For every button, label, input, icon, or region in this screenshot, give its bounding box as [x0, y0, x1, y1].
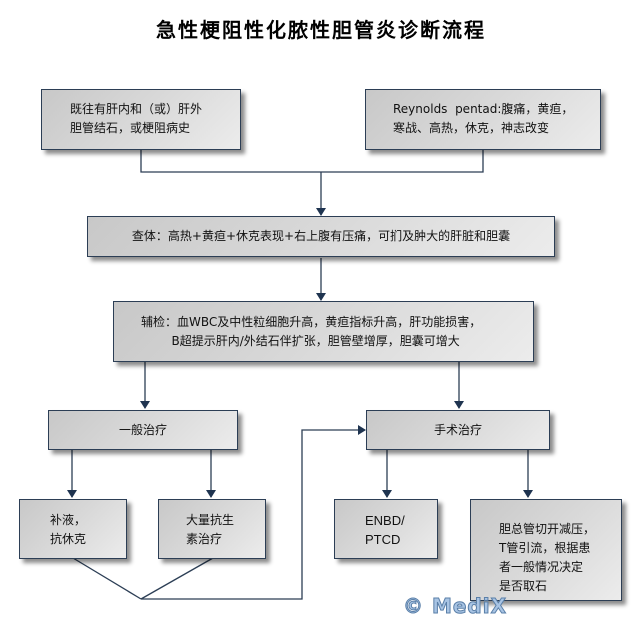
connector-feedback-to-surgical	[141, 425, 366, 600]
general-treatment-box: 一般治疗	[48, 410, 238, 450]
history-box: 既往有肝内和（或）肝外 胆管结石，或梗阻病史	[41, 89, 241, 150]
connector-reynolds	[321, 150, 484, 173]
general-treatment-text: 一般治疗	[118, 422, 167, 437]
choledochotomy-text: 胆总管切开减压， T管引流，根据患 者一般情况决定 是否取石	[499, 522, 596, 593]
watermark: © MediX	[402, 594, 508, 619]
surgical-treatment-box: 手术治疗	[366, 410, 550, 450]
enbd-ptcd-text: ENBD/ PTCD	[365, 513, 405, 547]
connector-history	[140, 150, 321, 173]
connector-antibiotics-merge	[140, 557, 214, 600]
antibiotics-box: 大量抗生 素治疗	[158, 499, 266, 559]
connector-fluid-merge	[72, 557, 142, 600]
surgical-treatment-text: 手术治疗	[433, 422, 482, 437]
physical-exam-box: 查体：高热+黄疸+休克表现+右上腹有压痛，可扪及肿大的肝脏和胆囊	[87, 216, 555, 257]
antibiotics-text: 大量抗生 素治疗	[186, 513, 235, 546]
diagram-title: 急性梗阻性化脓性胆管炎诊断流程	[156, 18, 486, 42]
physical-exam-text: 查体：高热+黄疸+休克表现+右上腹有压痛，可扪及肿大的肝脏和胆囊	[131, 229, 511, 243]
auxiliary-exam-box: 辅检：血WBC及中性粒细胞升高，黄疸指标升高，肝功能损害， B超提示肝内/外结石…	[113, 301, 534, 362]
auxiliary-exam-text: 辅检：血WBC及中性粒细胞升高，黄疸指标升高，肝功能损害， B超提示肝内/外结石…	[141, 315, 482, 348]
reynolds-pentad-text: Reynolds pentad:腹痛，黄疸， 寒战、高热，休克，神志改变	[393, 102, 574, 135]
history-text: 既往有肝内和（或）肝外 胆管结石，或梗阻病史	[70, 102, 203, 135]
choledochotomy-box: 胆总管切开减压， T管引流，根据患 者一般情况决定 是否取石	[470, 499, 622, 601]
enbd-ptcd-box: ENBD/ PTCD	[334, 499, 438, 559]
fluid-antishock-text: 补液， 抗休克	[50, 513, 87, 546]
reynolds-pentad-box: Reynolds pentad:腹痛，黄疸， 寒战、高热，休克，神志改变	[365, 89, 601, 150]
fluid-antishock-box: 补液， 抗休克	[19, 499, 127, 559]
